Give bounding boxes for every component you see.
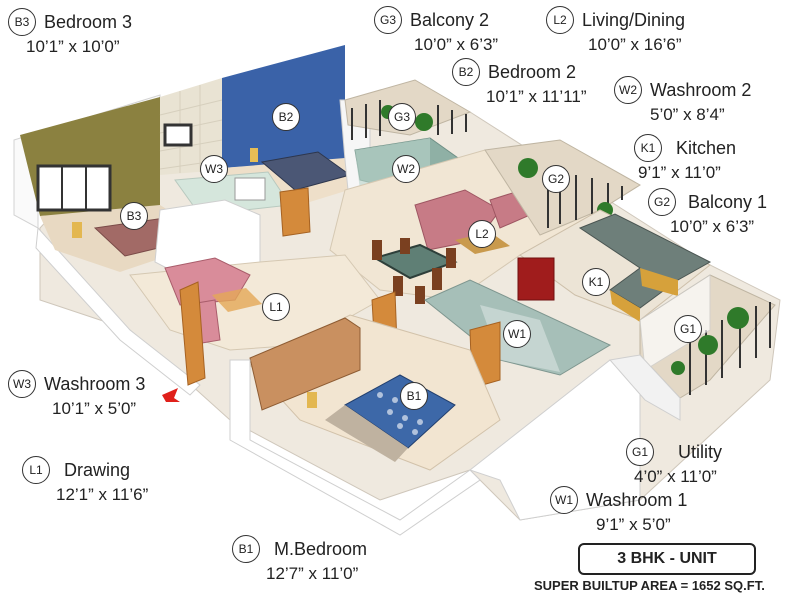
legend-l2-size: 10’0” x 16’6” (588, 35, 682, 54)
legend-w2-name: Washroom 2 (650, 79, 752, 100)
badge-k1: K1 (634, 134, 662, 162)
legend-l1-size: 12’1” x 11’6” (56, 485, 149, 504)
legend-k1: K1 Kitchen 9’1” x 11’0” (634, 134, 736, 183)
legend-k1-name: Kitchen (676, 137, 737, 158)
legend-b2-size: 10’1” x 11’11” (486, 87, 587, 106)
room-b3-window (36, 164, 112, 212)
legend-b1-size: 12’7” x 11’0” (266, 564, 359, 583)
badge-w1: W1 (550, 486, 578, 514)
legend-g1-name: Utility (678, 441, 722, 462)
badge-g1: G1 (626, 438, 654, 466)
legend-b1: B1 M.Bedroom 12’7” x 11’0” (232, 535, 367, 584)
room-b2-wall (222, 45, 345, 168)
legend-g3: G3 Balcony 2 10’0” x 6’3” (374, 6, 498, 55)
outer-wall-bottom-left (35, 226, 201, 396)
badge-w3: W3 (8, 370, 36, 398)
legend-w1-size: 9’1” x 5’0” (596, 515, 671, 534)
room-b1-wardrobe (249, 317, 361, 411)
legend-b3: B3 Bedroom 3 10’1” x 10’0” (8, 8, 132, 57)
badge-g3: G3 (374, 6, 402, 34)
legend-b2: B2 Bedroom 2 10’1” x 11’11” (452, 58, 586, 107)
legend-g1-size: 4’0” x 11’0” (634, 467, 717, 486)
legend-w3-name: Washroom 3 (44, 373, 146, 394)
unit-type-label: 3 BHK - UNIT (578, 543, 756, 575)
legend-g2-size: 10’0” x 6’3” (670, 217, 755, 236)
legend-b3-name: Bedroom 3 (44, 11, 133, 32)
legend-g2: G2 Balcony 1 10’0” x 6’3” (648, 188, 767, 237)
legend-g3-name: Balcony 2 (410, 9, 490, 30)
entry-arrow-icon (162, 388, 180, 402)
badge-b3: B3 (8, 8, 36, 36)
legend-w2: W2 Washroom 2 5’0” x 8’4” (614, 76, 751, 125)
legend-b2-name: Bedroom 2 (488, 61, 577, 82)
legend-w3: W3 Washroom 3 10’1” x 5’0” (8, 370, 145, 419)
legend-b1-name: M.Bedroom (274, 538, 368, 559)
legend-b3-size: 10’1” x 10’0” (26, 37, 120, 56)
legend-g3-size: 10’0” x 6’3” (414, 35, 499, 54)
legend-l1: L1 Drawing 12’1” x 11’6” (22, 456, 148, 505)
badge-b2: B2 (452, 58, 480, 86)
badge-l1: L1 (22, 456, 50, 484)
badge-l2: L2 (546, 6, 574, 34)
badge-g2: G2 (648, 188, 676, 216)
room-k1-fridge (517, 257, 555, 301)
legend-k1-size: 9’1” x 11’0” (638, 163, 721, 182)
legend-l2: L2 Living/Dining 10’0” x 16’6” (546, 6, 685, 55)
legend-w1-name: Washroom 1 (586, 489, 688, 510)
legend-w3-size: 10’1” x 5’0” (52, 399, 137, 418)
legend-l1-name: Drawing (64, 459, 131, 480)
legend-g2-name: Balcony 1 (688, 191, 768, 212)
room-b2-door (279, 187, 311, 237)
legend-g1: G1 Utility 4’0” x 11’0” (626, 438, 722, 487)
legend-w1: W1 Washroom 1 9’1” x 5’0” (550, 486, 687, 535)
super-builtup-area: SUPER BUILTUP AREA = 1652 SQ.FT. (534, 578, 765, 593)
room-l1-main-door-frame (179, 281, 206, 386)
badge-w2: W2 (614, 76, 642, 104)
legend-w2-size: 5’0” x 8’4” (650, 105, 725, 124)
legend-l2-name: Living/Dining (582, 9, 686, 30)
badge-b1: B1 (232, 535, 260, 563)
room-k1-counter (578, 213, 712, 309)
